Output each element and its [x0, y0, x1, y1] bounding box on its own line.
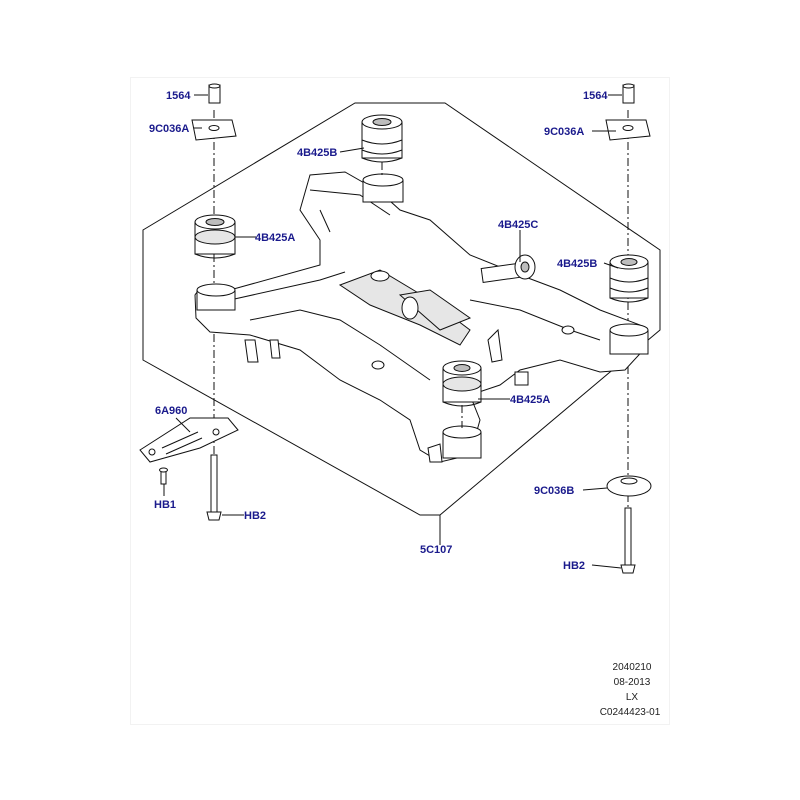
- left-bolt-part: [206, 454, 222, 521]
- leader-lines: [163, 94, 622, 569]
- callout-right-bolt[interactable]: HB2: [563, 560, 585, 572]
- right-bolt-part: [620, 507, 636, 574]
- callout-left-pin[interactable]: 1564: [166, 90, 191, 102]
- subframe-body: [194, 171, 649, 463]
- callout-right-plate[interactable]: 9C036A: [544, 126, 584, 138]
- callout-right-washer[interactable]: 9C036B: [534, 485, 574, 497]
- subframe-bosses: [196, 173, 649, 459]
- callout-bracket[interactable]: 6A960: [155, 405, 187, 417]
- left-plate-part: [191, 119, 237, 141]
- callout-front-bush[interactable]: 4B425A: [510, 394, 550, 406]
- info-line-2: 08-2013: [614, 677, 651, 688]
- bracket-bolt-part: [159, 467, 168, 485]
- callout-subframe[interactable]: 5C107: [420, 544, 452, 556]
- right-bush-part: [609, 254, 649, 303]
- left-top-bush-part: [361, 114, 403, 163]
- bracket-part: [139, 417, 239, 463]
- right-pin-part: [622, 83, 635, 104]
- callout-right-pin[interactable]: 1564: [583, 90, 608, 102]
- right-plate-part: [605, 119, 651, 141]
- callout-left-bolt[interactable]: HB2: [244, 510, 266, 522]
- callout-bracket-bolt[interactable]: HB1: [154, 499, 176, 511]
- right-washer-part: [606, 475, 652, 497]
- callout-left-plate[interactable]: 9C036A: [149, 123, 189, 135]
- callout-right-bush[interactable]: 4B425B: [557, 258, 597, 270]
- callout-left-top-bush[interactable]: 4B425B: [297, 147, 337, 159]
- info-line-4: C0244423-01: [600, 707, 661, 718]
- callout-center-bush[interactable]: 4B425C: [498, 219, 538, 231]
- left-pin-part: [208, 83, 221, 104]
- info-line-1: 2040210: [613, 662, 652, 673]
- left-mid-bush-part: [194, 214, 236, 259]
- callout-left-mid-bush[interactable]: 4B425A: [255, 232, 295, 244]
- info-line-3: LX: [626, 692, 639, 703]
- info-block: 2040210 08-2013 LX C0244423-01: [600, 662, 661, 718]
- front-bush-part: [442, 360, 482, 407]
